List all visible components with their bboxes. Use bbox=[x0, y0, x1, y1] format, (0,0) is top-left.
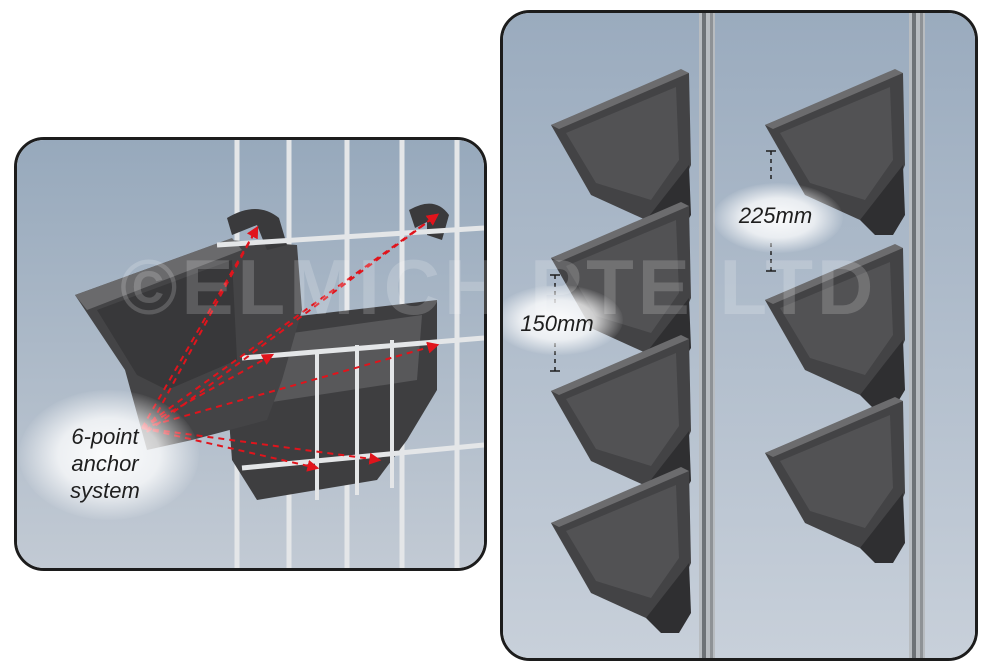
label-glow bbox=[19, 390, 199, 520]
spacing-detail-panel: 150mm 225mm bbox=[500, 10, 978, 661]
glow-150 bbox=[503, 285, 623, 355]
anchor-label-line3: system bbox=[70, 478, 140, 503]
rail-left bbox=[699, 13, 715, 658]
anchor-system-label: 6-point anchor system bbox=[45, 423, 165, 504]
anchor-detail-panel: 6-point anchor system bbox=[14, 137, 487, 571]
anchor-arrows bbox=[141, 213, 440, 472]
anchor-detail-illustration bbox=[17, 140, 484, 568]
spacing-label-150mm: 150mm bbox=[520, 311, 594, 336]
anchor-label-line1: 6-point bbox=[71, 424, 139, 449]
rail-right bbox=[909, 13, 925, 658]
front-basket bbox=[75, 238, 302, 450]
spacing-label-225mm: 225mm bbox=[738, 203, 813, 228]
glow-225 bbox=[713, 183, 843, 253]
anchor-label-line2: anchor bbox=[71, 451, 139, 476]
bin-column-225mm bbox=[765, 69, 905, 563]
spacing-illustration bbox=[503, 13, 975, 658]
